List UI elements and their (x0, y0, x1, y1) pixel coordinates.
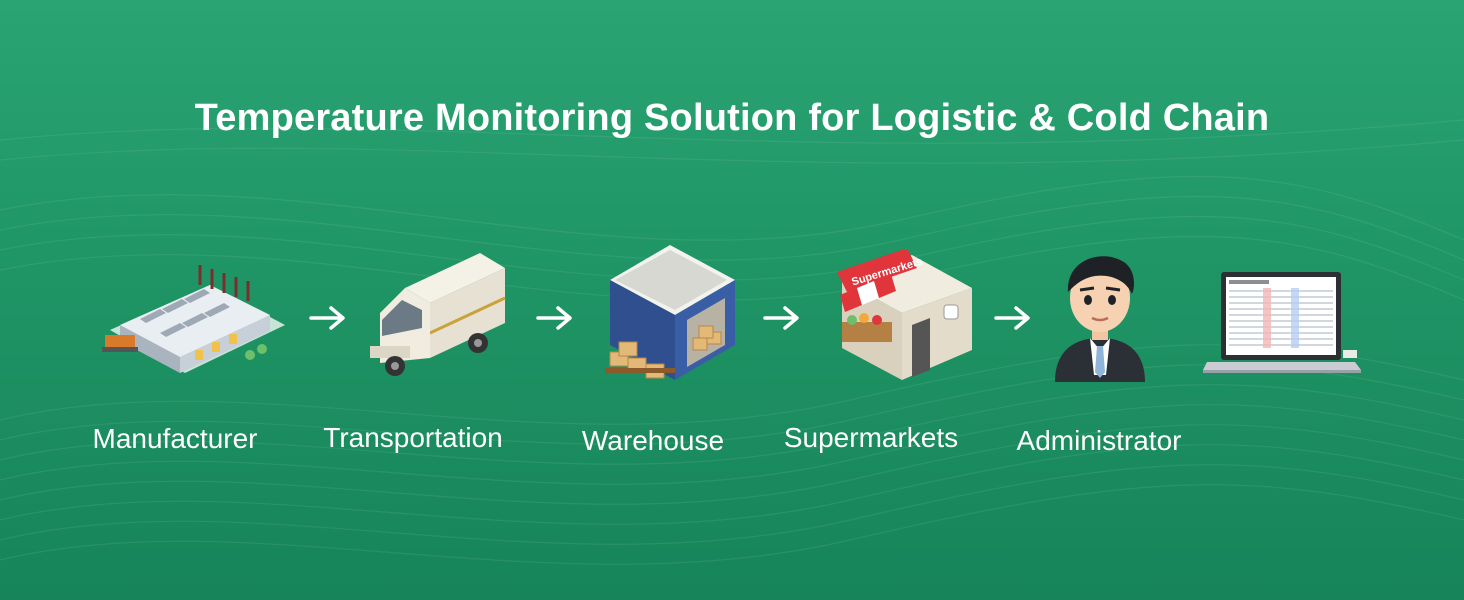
warehouse-icon (605, 245, 735, 380)
supermarket-store-icon: Supermarkets (837, 250, 972, 380)
flow-arrow-icon (536, 306, 572, 330)
factory-icon (102, 265, 285, 373)
delivery-truck-icon (370, 253, 506, 376)
stage-label-warehouse: Warehouse (581, 425, 725, 456)
stage-label-administrator: Administrator (1016, 425, 1182, 456)
stage-label-transportation: Transportation (323, 422, 503, 453)
stage-label-manufacturer: Manufacturer (92, 423, 258, 454)
administrator-avatar-icon (1055, 256, 1145, 382)
flow-arrow-icon (994, 306, 1030, 330)
page-title: Temperature Monitoring Solution for Logi… (194, 97, 1270, 139)
flow-arrow-icon (763, 306, 799, 330)
flow-arrow-icon (309, 306, 345, 330)
stage-label-supermarkets: Supermarkets (783, 422, 959, 453)
laptop-data-icon (1203, 272, 1361, 373)
